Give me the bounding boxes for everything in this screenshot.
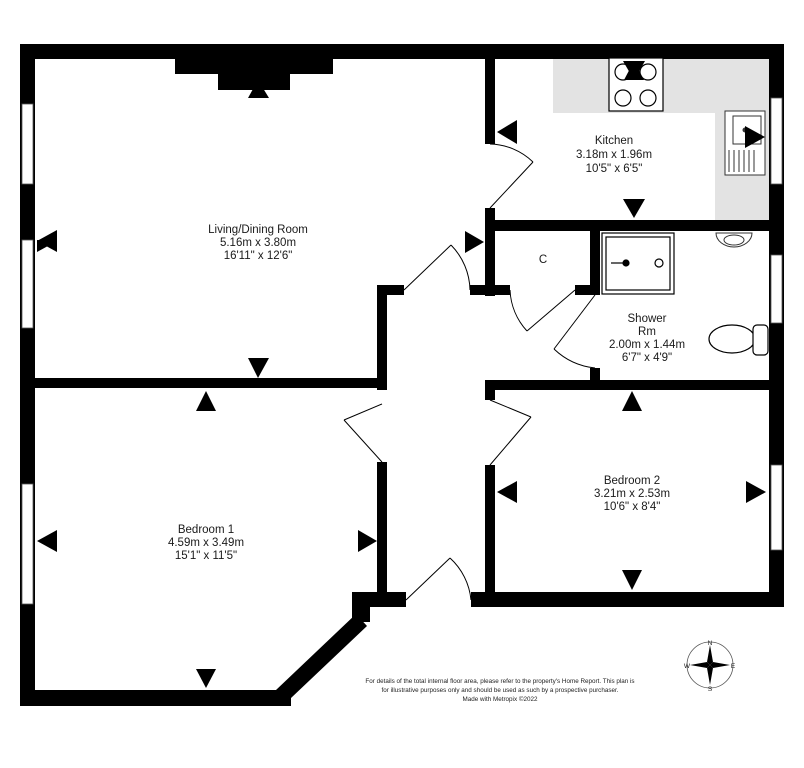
shower-name-line2: Rm <box>638 326 656 338</box>
bedroom2-metric: 3.21m x 2.53m <box>594 488 670 500</box>
compass-icon: N S E W <box>684 640 736 693</box>
bedroom1-imperial: 15'1" x 11'5" <box>175 550 237 562</box>
walls <box>20 44 784 706</box>
shower-tray-icon <box>601 232 675 295</box>
shower-metric: 2.00m x 1.44m <box>609 339 685 351</box>
basin-icon <box>715 232 753 248</box>
compass-s: S <box>708 686 713 693</box>
room-label-shower: Shower Rm 2.00m x 1.44m 6'7" x 4'9" <box>609 313 685 364</box>
bedroom2-name: Bedroom 2 <box>604 475 660 487</box>
room-label-bedroom2: Bedroom 2 3.21m x 2.53m 10'6" x 8'4" <box>594 475 670 513</box>
dimension-markers <box>37 61 766 688</box>
room-label-cupboard: C <box>539 254 547 266</box>
doors <box>343 143 596 601</box>
compass-w: W <box>684 663 691 670</box>
room-label-living: Living/Dining Room 5.16m x 3.80m 16'11" … <box>208 224 308 262</box>
kitchen-name: Kitchen <box>595 135 633 147</box>
shower-name-line1: Shower <box>628 313 667 325</box>
shower-imperial: 6'7" x 4'9" <box>622 352 672 364</box>
room-label-kitchen: Kitchen 3.18m x 1.96m 10'5" x 6'5" <box>576 135 652 175</box>
toilet-icon <box>708 324 769 356</box>
living-metric: 5.16m x 3.80m <box>220 237 296 249</box>
compass-n: N <box>708 640 713 647</box>
disclaimer-note: For details of the total internal floor … <box>365 678 634 703</box>
bedroom1-name: Bedroom 1 <box>178 524 234 536</box>
compass-e: E <box>731 663 736 670</box>
kitchen-metric: 3.18m x 1.96m <box>576 149 652 161</box>
bedroom1-metric: 4.59m x 3.49m <box>168 537 244 549</box>
bedroom2-imperial: 10'6" x 8'4" <box>604 501 661 513</box>
living-imperial: 16'11" x 12'6" <box>224 250 293 262</box>
living-name: Living/Dining Room <box>208 224 308 236</box>
disclaimer-line3: Made with Metropix ©2022 <box>463 695 538 703</box>
windows <box>21 97 783 605</box>
disclaimer-line2: for illustrative purposes only and shoul… <box>382 687 619 694</box>
cupboard-name: C <box>539 254 547 266</box>
disclaimer-line1: For details of the total internal floor … <box>365 678 634 685</box>
kitchen-imperial: 10'5" x 6'5" <box>586 163 643 175</box>
room-label-bedroom1: Bedroom 1 4.59m x 3.49m 15'1" x 11'5" <box>168 524 244 562</box>
